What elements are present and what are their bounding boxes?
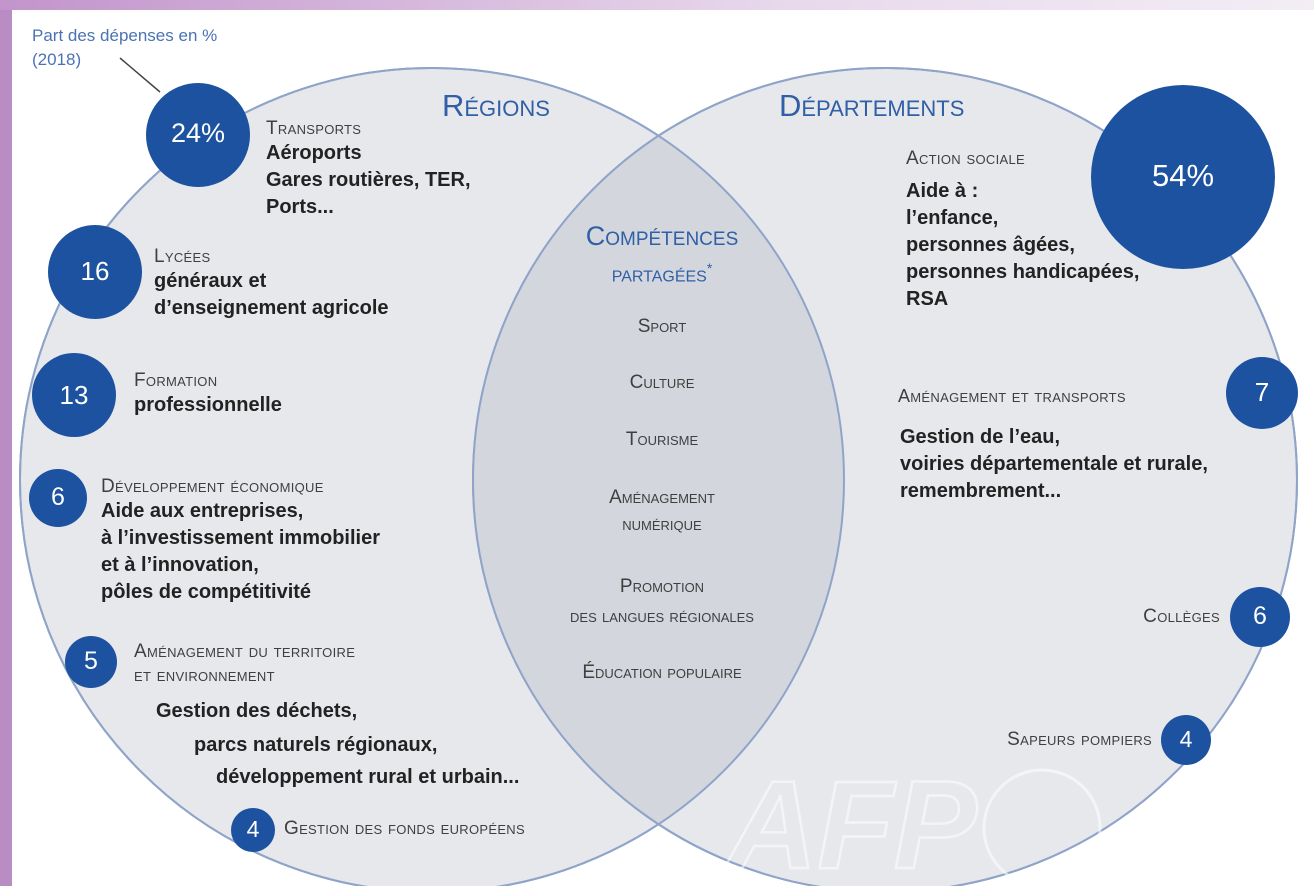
value-amenagement-territoire: 5 bbox=[84, 647, 98, 675]
shared-title: Compétences partagées* bbox=[542, 220, 782, 290]
detail-line: d’enseignement agricole bbox=[154, 297, 389, 319]
shared-item-line: Aménagement bbox=[609, 487, 715, 508]
value-sapeurs-pompiers: 4 bbox=[1179, 726, 1193, 752]
shared-item-amenagement-numerique: Aménagement numérique bbox=[542, 484, 782, 538]
value-developpement: 6 bbox=[51, 483, 65, 511]
departements-circle-outline bbox=[472, 67, 1298, 886]
departements-title: Départements bbox=[779, 88, 965, 123]
shared-item-line: Promotion bbox=[619, 576, 705, 597]
detail-line: Aéroports bbox=[266, 142, 362, 164]
note-leader-line bbox=[119, 57, 161, 93]
bubble-lycees bbox=[48, 225, 142, 319]
category-action-sociale: Action sociale bbox=[906, 148, 1025, 169]
shared-item-education-populaire: Éducation populaire bbox=[582, 662, 742, 683]
category-lycees: Lycées bbox=[154, 246, 211, 267]
bubble-sapeurs-pompiers bbox=[1161, 715, 1211, 765]
regions-title: Régions bbox=[442, 88, 550, 123]
detail-line: Ports... bbox=[266, 196, 334, 218]
value-formation: 13 bbox=[59, 380, 89, 410]
detail-line: parcs naturels régionaux, bbox=[194, 734, 438, 756]
bubble-formation bbox=[32, 353, 116, 437]
regions-item-formation: Formation professionnelle bbox=[134, 370, 282, 419]
value-action-sociale: 54% bbox=[1151, 158, 1215, 193]
bubble-amenagement-transports bbox=[1226, 357, 1298, 429]
shared-item-sport: Sport bbox=[637, 316, 687, 337]
note-label: Part des dépenses en % (2018) bbox=[32, 24, 217, 72]
category-amenagement-territoire: et environnement bbox=[134, 665, 275, 686]
shared-title-line-2: partagées* bbox=[542, 252, 782, 290]
regions-item-lycees: Lycées généraux et d’enseignement agrico… bbox=[154, 246, 389, 322]
detail-line: personnes handicapées, bbox=[906, 261, 1140, 283]
svg-text:AFP: AFP bbox=[724, 756, 978, 886]
detail-line: Gestion de l’eau, bbox=[900, 426, 1061, 448]
venn-graphics: AFP bbox=[19, 57, 1298, 886]
detail-line: et à l’innovation, bbox=[101, 554, 259, 576]
category-amenagement-transports: Aménagement et transports bbox=[898, 386, 1126, 406]
bubble-action-sociale bbox=[1091, 85, 1275, 269]
detail-line: Gares routières, TER, bbox=[266, 169, 471, 191]
shared-title-text: partagées bbox=[611, 260, 707, 287]
shared-overlap bbox=[473, 68, 844, 886]
category-developpement: Développement économique bbox=[101, 476, 324, 497]
shared-item-line: numérique bbox=[622, 514, 702, 535]
value-fonds-europeens: 4 bbox=[246, 816, 260, 842]
shared-title-line-1: Compétences bbox=[585, 221, 739, 251]
bubble-fonds-europeens bbox=[231, 808, 275, 852]
shared-item-promotion-langues: Promotion des langues régionales bbox=[512, 572, 812, 632]
detail-line: Aide aux entreprises, bbox=[101, 500, 304, 522]
detail-line: Aide à : bbox=[906, 180, 979, 202]
detail-line: l’enfance, bbox=[906, 207, 999, 229]
category-sapeurs-pompiers: Sapeurs pompiers bbox=[1007, 729, 1152, 750]
category-fonds-europeens: Gestion des fonds européens bbox=[284, 818, 525, 839]
bubble-amenagement-territoire bbox=[65, 636, 117, 688]
detail-line: RSA bbox=[906, 288, 949, 310]
category-transports: Transports bbox=[266, 118, 362, 139]
detail-line: remembrement... bbox=[900, 480, 1062, 502]
afp-watermark: AFP bbox=[723, 755, 1102, 886]
detail-line: à l’investissement immobilier bbox=[101, 527, 380, 549]
departements-item-amenagement-transports: Gestion de l’eau, voiries départementale… bbox=[900, 424, 1208, 505]
detail-line: voiries départementale et rurale, bbox=[900, 453, 1208, 475]
note-line-1: Part des dépenses en % bbox=[32, 26, 218, 45]
shared-item-tourisme: Tourisme bbox=[625, 429, 699, 450]
departements-item-action-sociale: Action sociale Aide à : l’enfance, perso… bbox=[906, 148, 1139, 313]
detail-line: généraux et bbox=[154, 270, 267, 292]
value-amenagement-transports: 7 bbox=[1254, 377, 1270, 407]
detail-line: Gestion des déchets, bbox=[156, 700, 358, 722]
shared-item-culture: Culture bbox=[629, 372, 695, 393]
shared-title-asterisk: * bbox=[706, 260, 713, 276]
value-lycees: 16 bbox=[80, 256, 110, 286]
category-amenagement-territoire: Aménagement du territoire bbox=[134, 641, 356, 662]
venn-diagram: AFP Part des dépenses en % (2018) Région… bbox=[12, 10, 1314, 886]
detail-line: professionnelle bbox=[134, 394, 282, 416]
note-line-2: (2018) bbox=[32, 50, 82, 69]
value-colleges: 6 bbox=[1253, 602, 1267, 630]
bubble-developpement bbox=[29, 469, 87, 527]
regions-item-developpement: Développement économique Aide aux entrep… bbox=[101, 476, 380, 606]
bubble-colleges bbox=[1230, 587, 1290, 647]
category-colleges: Collèges bbox=[1143, 606, 1220, 627]
value-transports: 24% bbox=[170, 118, 226, 148]
detail-line: développement rural et urbain... bbox=[216, 766, 520, 788]
category-formation: Formation bbox=[134, 370, 218, 391]
bubble-transports bbox=[146, 83, 250, 187]
top-border bbox=[0, 0, 1314, 10]
detail-line: personnes âgées, bbox=[906, 234, 1075, 256]
regions-circle-outline bbox=[19, 67, 845, 886]
regions-item-amenagement-territoire: Aménagement du territoire et environneme… bbox=[134, 640, 355, 688]
detail-line: pôles de compétitivité bbox=[101, 581, 312, 603]
regions-item-transports: Transports Aéroports Gares routières, TE… bbox=[266, 118, 471, 221]
shared-item-line: des langues régionales bbox=[570, 606, 754, 627]
